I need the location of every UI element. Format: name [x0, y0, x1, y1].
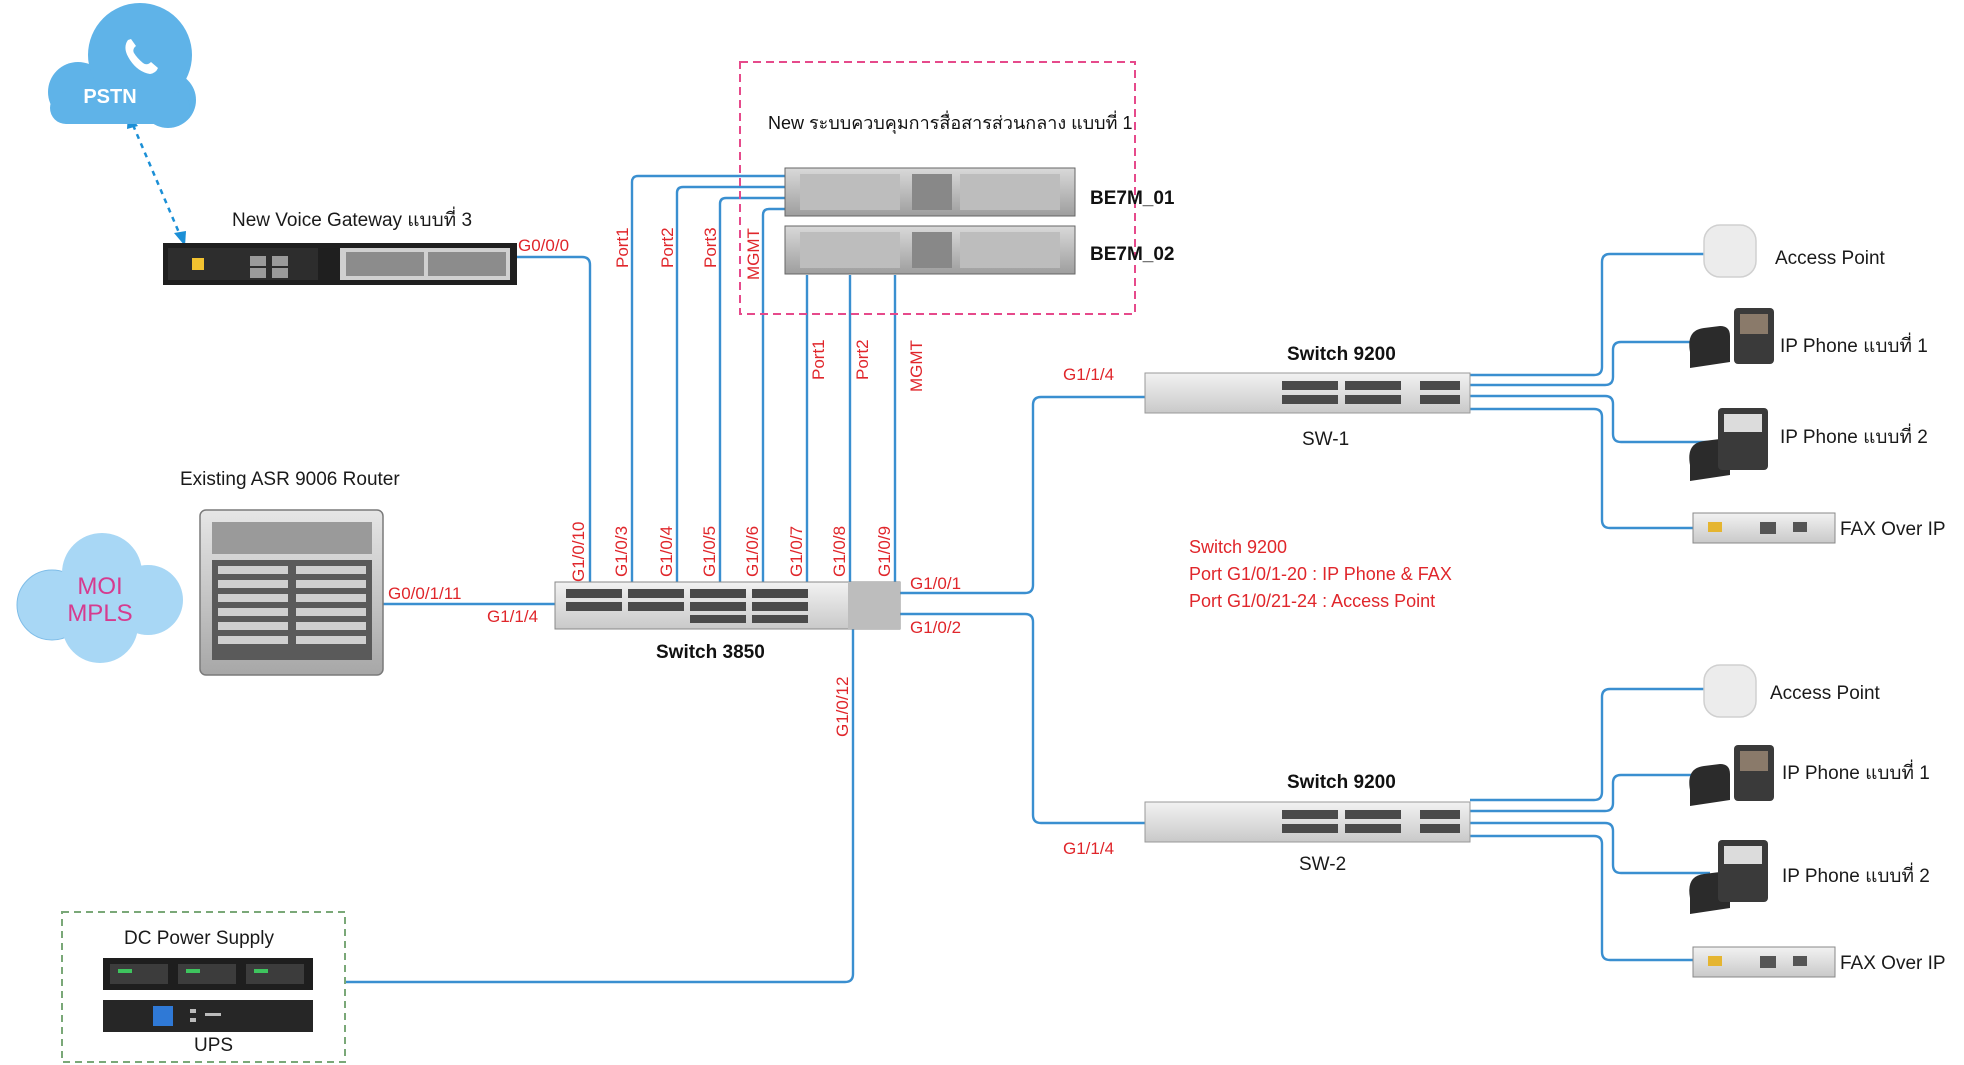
note-line2: Port G1/0/1-20 : IP Phone & FAX: [1189, 564, 1452, 584]
sw1-name: SW-1: [1302, 429, 1349, 450]
link-power: [345, 628, 855, 984]
link-sw2-phone2: [1470, 821, 1710, 875]
pstn-cloud: PSTN: [48, 3, 196, 128]
voice-gateway: New Voice Gateway แบบที่ 3 G0/0/0: [163, 206, 569, 285]
fax-label-g1: FAX Over IP: [1840, 519, 1946, 540]
core-port-power: G1/0/12: [833, 677, 852, 738]
uplink-port2: Port2: [658, 227, 677, 268]
mpls-label-line1: MOI: [77, 573, 122, 600]
ip-phone-icon: [1689, 840, 1768, 914]
switch-sw1: Switch 9200 SW-1 G1/1/4: [1063, 344, 1471, 450]
core-port-sw2: G1/0/2: [910, 618, 961, 637]
core-port-g1-0-8: G1/0/8: [830, 526, 849, 577]
power-group: DC Power Supply UPS: [61, 911, 346, 1063]
core-port-g1-0-5: G1/0/5: [700, 526, 719, 577]
link-sw1-ap: [1470, 252, 1705, 377]
link-sw2-phone1: [1470, 773, 1710, 813]
new-server-boundary: [739, 61, 1136, 315]
dc-power-unit: [103, 958, 313, 990]
voice-gateway-label: New Voice Gateway แบบที่ 3: [232, 206, 472, 231]
link-mgmt: [761, 207, 785, 585]
fax-label-g2: FAX Over IP: [1840, 953, 1946, 974]
ip-phone-icon: [1689, 308, 1774, 368]
fax-device-icon: [1692, 512, 1836, 544]
ap1-label: Access Point: [1775, 248, 1886, 269]
endpoints-sw1: Access Point IP Phone แบบที่ 1 IP Phone …: [1689, 224, 1946, 544]
switch-note: Switch 9200 Port G1/0/1-20 : IP Phone & …: [1189, 537, 1452, 611]
core-port-g1-0-7: G1/0/7: [787, 526, 806, 577]
core-port-g1-0-4: G1/0/4: [657, 526, 676, 577]
connections: [127, 113, 1710, 984]
uplink-port3: Port3: [701, 227, 720, 268]
voice-gateway-port: G0/0/0: [518, 236, 569, 255]
ap2-label: Access Point: [1770, 683, 1881, 704]
link-sw2-fax: [1470, 834, 1695, 962]
link-sw2: [900, 612, 1145, 825]
fax-device-icon: [1692, 946, 1836, 978]
access-point-icon: [1703, 664, 1757, 718]
core-switch-3850: Switch 3850 G1/0/10 G1/0/3 G1/0/4 G1/0/5…: [487, 522, 961, 738]
core-switch-label: Switch 3850: [656, 642, 765, 663]
core-port-g1-0-10: G1/0/10: [569, 522, 588, 583]
ip-phone-icon: [1689, 408, 1768, 481]
link-port1: [630, 174, 785, 585]
server1-label: BE7M_01: [1090, 188, 1175, 209]
phone2-label-g1: IP Phone แบบที่ 2: [1780, 423, 1928, 448]
link-port3: [718, 196, 785, 585]
core-port-sw1: G1/0/1: [910, 574, 961, 593]
sw2-title: Switch 9200: [1287, 772, 1396, 793]
ups-unit: [103, 1000, 313, 1032]
server2-label: BE7M_02: [1090, 244, 1175, 265]
downlink-port2: Port2: [853, 339, 872, 380]
endpoints-sw2: Access Point IP Phone แบบที่ 1 IP Phone …: [1689, 664, 1946, 978]
router-label: Existing ASR 9006 Router: [180, 469, 400, 490]
link-port2: [675, 185, 785, 585]
core-port-g1-0-3: G1/0/3: [612, 526, 631, 577]
phone1-label-g1: IP Phone แบบที่ 1: [1780, 332, 1928, 357]
sw2-uplink-port: G1/1/4: [1063, 839, 1114, 858]
access-point-icon: [1703, 224, 1757, 278]
phone-handset-icon: [125, 39, 158, 74]
link-sw1-phone2: [1470, 394, 1710, 444]
power-label: DC Power Supply: [124, 928, 274, 949]
pstn-label: PSTN: [83, 86, 136, 108]
pstn-link-arrow-bottom: [174, 231, 186, 246]
pstn-link: [131, 124, 182, 236]
asr-router: Existing ASR 9006 Router G0/0/1/11: [180, 469, 461, 676]
core-port-router: G1/1/4: [487, 607, 538, 626]
server-be7m-02: [784, 225, 1076, 275]
uplink-mgmt: MGMT: [744, 228, 763, 280]
downlink-mgmt: MGMT: [907, 340, 926, 392]
switch-sw2: Switch 9200 SW-2 G1/1/4: [1063, 772, 1471, 875]
link-gateway-switch: [517, 255, 592, 585]
downlink-port1: Port1: [809, 339, 828, 380]
uplink-port1: Port1: [613, 227, 632, 268]
link-sw2-ap: [1470, 687, 1705, 802]
phone2-label-g2: IP Phone แบบที่ 2: [1782, 862, 1930, 887]
new-server-group: New ระบบควบคุมการสื่อสารส่วนกลาง แบบที่ …: [613, 61, 1175, 392]
note-line3: Port G1/0/21-24 : Access Point: [1189, 591, 1435, 611]
ups-label: UPS: [194, 1035, 233, 1056]
new-server-title: New ระบบควบคุมการสื่อสารส่วนกลาง แบบที่ …: [768, 110, 1132, 134]
sw1-title: Switch 9200: [1287, 344, 1396, 365]
sw2-name: SW-2: [1299, 854, 1346, 875]
phone1-label-g2: IP Phone แบบที่ 1: [1782, 759, 1930, 784]
server-be7m-01: [784, 167, 1076, 217]
link-sw1-phone1: [1470, 340, 1710, 387]
mpls-cloud: MOI MPLS: [16, 533, 183, 663]
core-port-g1-0-9: G1/0/9: [875, 526, 894, 577]
link-sw1-fax: [1470, 407, 1695, 530]
core-port-g1-0-6: G1/0/6: [743, 526, 762, 577]
router-port: G0/0/1/11: [388, 584, 461, 603]
ip-phone-icon: [1689, 745, 1774, 806]
note-line1: Switch 9200: [1189, 537, 1287, 557]
mpls-label-line2: MPLS: [67, 600, 132, 627]
sw1-uplink-port: G1/1/4: [1063, 365, 1114, 384]
link-sw1: [900, 395, 1145, 595]
